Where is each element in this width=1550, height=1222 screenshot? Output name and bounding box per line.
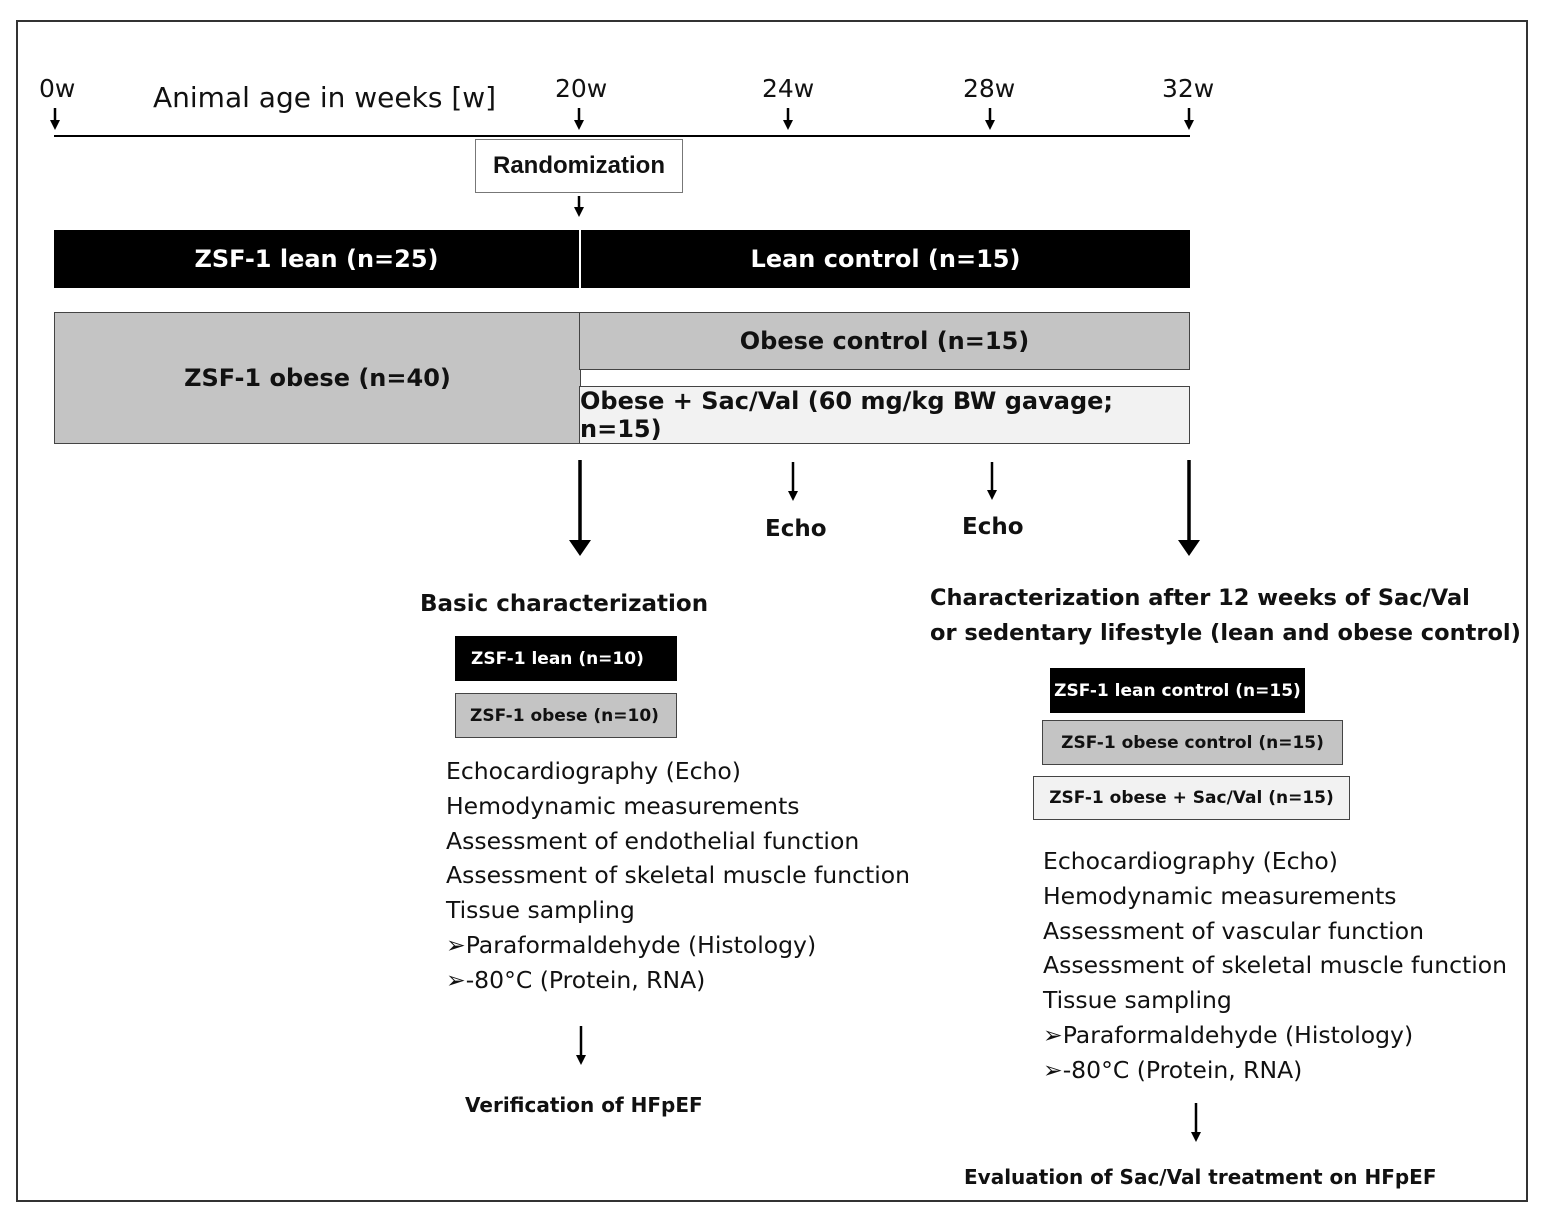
lean-before-bar: ZSF-1 lean (n=25) [54,230,579,288]
after-characterization-title-2: or sedentary lifestyle (lean and obese c… [930,620,1521,646]
obese-before-bar: ZSF-1 obese (n=40) [54,312,581,444]
after-item: Assessment of skeletal muscle function [1043,951,1508,980]
after-measurement-list: Echocardiography (Echo) Hemodynamic meas… [1043,844,1507,1088]
after-item: ➢Paraformaldehyde (Histology) [1043,1020,1414,1049]
basic-item: Assessment of endothelial function [446,826,860,855]
basic-outcome: Verification of HFpEF [465,1093,703,1117]
tick-label-0w: 0w [39,74,76,103]
after-lean-label: ZSF-1 lean control (n=15) [1054,680,1301,701]
after-outcome: Evaluation of Sac/Val treatment on HFpEF [964,1165,1437,1189]
lean-before-label: ZSF-1 lean (n=25) [194,245,439,273]
after-lean-box: ZSF-1 lean control (n=15) [1050,668,1305,713]
basic-lean-box: ZSF-1 lean (n=10) [455,636,677,681]
obese-before-label: ZSF-1 obese (n=40) [184,364,451,392]
basic-item: ➢Paraformaldehyde (Histology) [446,930,817,959]
after-sacval-box: ZSF-1 obese + Sac/Val (n=15) [1033,776,1350,820]
basic-item: Assessment of skeletal muscle function [446,861,911,890]
after-item: Tissue sampling [1043,986,1232,1015]
basic-item: ➢-80°C (Protein, RNA) [446,965,706,994]
basic-measurement-list: Echocardiography (Echo) Hemodynamic meas… [446,754,910,998]
echo-label-24w: Echo [765,516,827,542]
obese-sacval-bar: Obese + Sac/Val (60 mg/kg BW gavage; n=1… [579,386,1190,444]
obese-sacval-label: Obese + Sac/Val (60 mg/kg BW gavage; n=1… [580,387,1114,443]
after-sacval-label: ZSF-1 obese + Sac/Val (n=15) [1049,788,1334,808]
tick-label-28w: 28w [963,74,1016,103]
randomization-label: Randomization [493,152,665,179]
tick-label-20w: 20w [555,74,608,103]
timeline-tick-arrows [50,108,1194,130]
after-item: Assessment of vascular function [1043,916,1424,945]
basic-item: Tissue sampling [446,896,635,925]
timeline-title: Animal age in weeks [w] [153,81,497,114]
basic-obese-label: ZSF-1 obese (n=10) [470,705,659,726]
basic-characterization-title: Basic characterization [420,591,709,617]
after-obese-label: ZSF-1 obese control (n=15) [1061,732,1324,753]
obese-control-bar: Obese control (n=15) [579,312,1190,370]
echo-label-28w: Echo [962,514,1024,540]
basic-item: Echocardiography (Echo) [446,757,741,785]
basic-item: Hemodynamic measurements [446,791,800,820]
lean-control-label: Lean control (n=15) [750,245,1021,273]
basic-obese-box: ZSF-1 obese (n=10) [455,693,677,738]
after-characterization-title-1: Characterization after 12 weeks of Sac/V… [930,585,1470,611]
after-item: ➢-80°C (Protein, RNA) [1043,1055,1303,1084]
basic-lean-label: ZSF-1 lean (n=10) [471,648,644,669]
lean-control-bar: Lean control (n=15) [581,230,1190,288]
tick-label-32w: 32w [1162,74,1215,103]
after-obese-box: ZSF-1 obese control (n=15) [1042,720,1343,765]
randomization-box: Randomization [475,139,683,193]
figure-frame [16,20,1528,1202]
tick-label-24w: 24w [762,74,815,103]
after-item: Hemodynamic measurements [1043,881,1397,910]
obese-control-label: Obese control (n=15) [739,327,1030,355]
after-item: Echocardiography (Echo) [1043,847,1338,875]
